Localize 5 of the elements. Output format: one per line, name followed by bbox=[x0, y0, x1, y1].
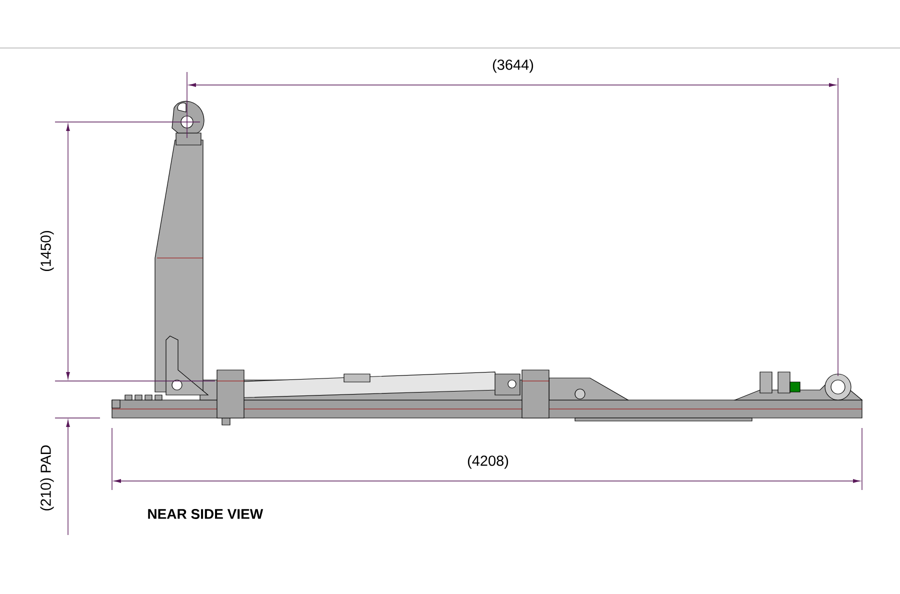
dimension-label: (3644) bbox=[492, 59, 534, 73]
view-title: NEAR SIDE VIEW bbox=[148, 509, 264, 519]
dimension-label: (1450) bbox=[40, 230, 54, 272]
dimension-label: (4208) bbox=[468, 455, 508, 469]
dimension-label: (210) PAD bbox=[40, 445, 54, 510]
